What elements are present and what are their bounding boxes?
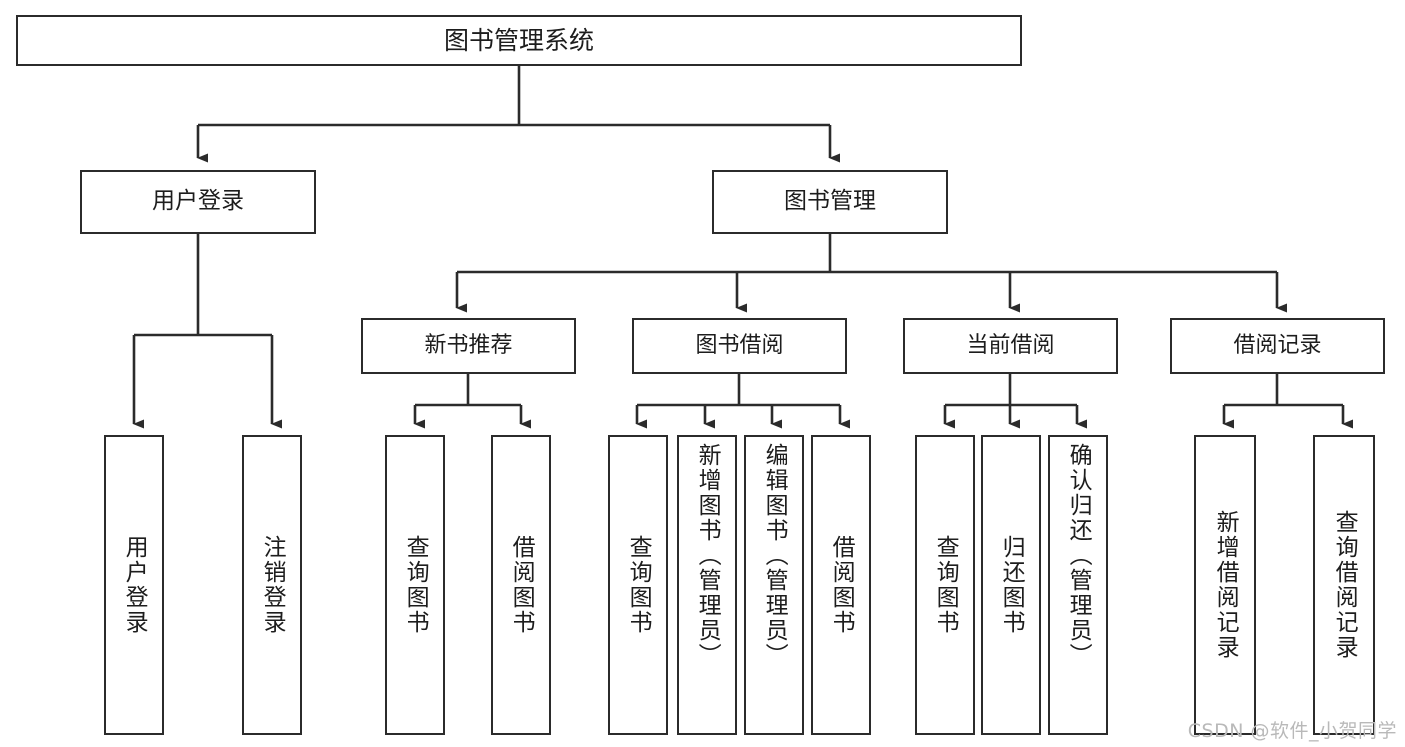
leaf-borrow-query-book[interactable]: 查询图书 — [608, 435, 668, 735]
leaf-current-query-book[interactable]: 查询图书 — [915, 435, 975, 735]
leaf-borrow-edit-book-admin[interactable]: 编辑图书（管理员） — [744, 435, 804, 735]
leaf-record-query-record[interactable]: 查询借阅记录 — [1313, 435, 1375, 735]
node-book-borrow[interactable]: 图书借阅 — [632, 318, 847, 374]
node-label: 用户登录 — [121, 535, 148, 635]
node-label: 查询图书 — [932, 535, 959, 635]
leaf-record-add-record[interactable]: 新增借阅记录 — [1194, 435, 1256, 735]
node-label: 图书管理 — [784, 188, 876, 215]
node-label: 新增借阅记录 — [1212, 510, 1239, 660]
node-borrow-record[interactable]: 借阅记录 — [1170, 318, 1385, 374]
leaf-user-login-signin[interactable]: 用户登录 — [104, 435, 164, 735]
leaf-borrow-borrow-book[interactable]: 借阅图书 — [811, 435, 871, 735]
csdn-watermark: CSDN @软件_小贺同学 — [1187, 720, 1397, 742]
node-label: 注销登录 — [259, 535, 286, 635]
node-new-book-recommend[interactable]: 新书推荐 — [361, 318, 576, 374]
leaf-recommend-query-book[interactable]: 查询图书 — [385, 435, 445, 735]
leaf-recommend-borrow-book[interactable]: 借阅图书 — [491, 435, 551, 735]
node-label: 图书借阅 — [695, 333, 784, 359]
node-label: 借阅图书 — [508, 535, 535, 635]
node-label: 新增图书（管理员） — [694, 443, 721, 668]
leaf-borrow-add-book-admin[interactable]: 新增图书（管理员） — [677, 435, 737, 735]
leaf-current-return-book[interactable]: 归还图书 — [981, 435, 1041, 735]
node-label: 确认归还（管理员） — [1065, 443, 1092, 668]
node-label: 当前借阅 — [966, 333, 1055, 359]
leaf-current-confirm-return-admin[interactable]: 确认归还（管理员） — [1048, 435, 1108, 735]
node-label: 查询借阅记录 — [1331, 510, 1358, 660]
node-label: 用户登录 — [152, 188, 244, 215]
node-label: 归还图书 — [998, 535, 1025, 635]
node-label: 图书管理系统 — [443, 25, 594, 55]
node-label: 查询图书 — [402, 535, 429, 635]
node-label: 编辑图书（管理员） — [761, 443, 788, 668]
node-current-borrow[interactable]: 当前借阅 — [903, 318, 1118, 374]
node-user-login[interactable]: 用户登录 — [80, 170, 316, 234]
leaf-user-login-signout[interactable]: 注销登录 — [242, 435, 302, 735]
node-label: 借阅图书 — [828, 535, 855, 635]
node-label: 借阅记录 — [1233, 333, 1322, 359]
node-label: 新书推荐 — [424, 333, 513, 359]
node-root-system[interactable]: 图书管理系统 — [16, 15, 1022, 66]
node-book-management[interactable]: 图书管理 — [712, 170, 948, 234]
node-label: 查询图书 — [625, 535, 652, 635]
